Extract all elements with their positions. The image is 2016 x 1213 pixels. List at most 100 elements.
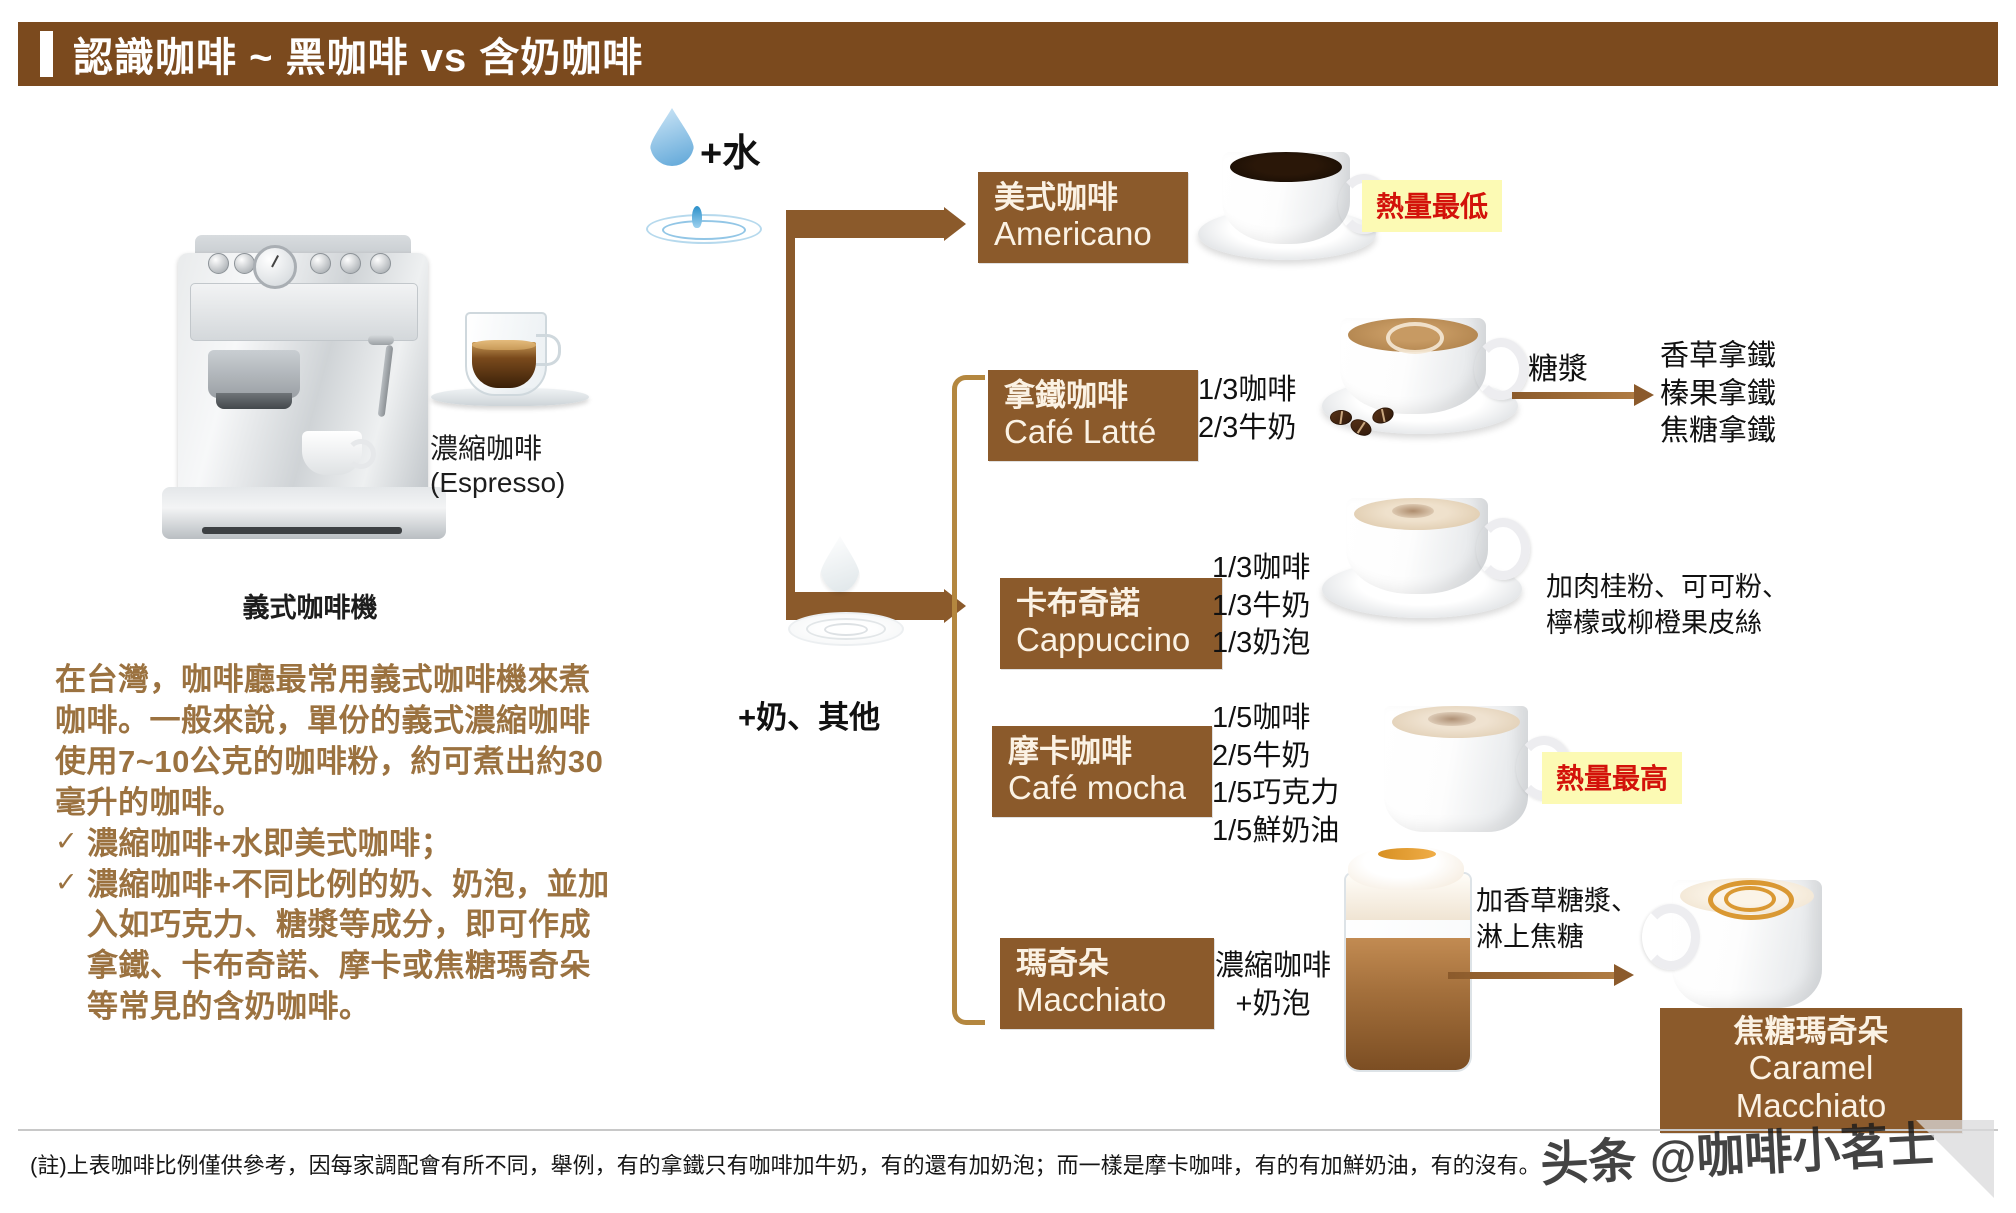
macchiato-ratio-1: 濃縮咖啡: [1214, 950, 1331, 982]
bullet-text-2: 濃縮咖啡+不同比例的奶、奶泡，並加入如巧克力、糖漿等成分，即可作成拿鐵、卡布奇諾…: [87, 866, 610, 1025]
footer-note: (註)上表咖啡比例僅供參考，因每家調配會有所不同，舉例，有的拿鐵只有咖啡加牛奶，…: [30, 1153, 1541, 1178]
mocha-ratio-3: 1/5巧克力: [1212, 777, 1340, 810]
espresso-machine-illustration: [150, 235, 470, 565]
cappuccino-name-en: Cappuccino: [1016, 621, 1191, 659]
drink-label-americano: 美式咖啡 Americano: [978, 172, 1188, 263]
milk-ripple-icon: [788, 604, 904, 648]
cappuccino-handle: [1476, 518, 1530, 580]
portafilter: [216, 393, 292, 409]
mocha-name-cn: 摩卡咖啡: [1008, 734, 1132, 769]
espresso-glass: [465, 312, 561, 396]
page-title: 認識咖啡 ~ 黑咖啡 vs 含奶咖啡: [73, 36, 644, 80]
machine-knob-4: [340, 253, 361, 274]
cappuccino-topping-line-1: 加肉桂粉、可可粉、: [1546, 572, 1789, 602]
latte-name-cn: 拿鐵咖啡: [1004, 378, 1128, 413]
latte-handle: [1474, 338, 1528, 400]
bullet-item-2: ✓ 濃縮咖啡+不同比例的奶、奶泡，並加入如巧克力、糖漿等成分，即可作成拿鐵、卡布…: [55, 865, 615, 1029]
espresso-crema: [472, 340, 536, 350]
intro-paragraph: 在台灣，咖啡廳最常用義式咖啡機來煮咖啡。一般來說，單份的義式濃縮咖啡使用7~10…: [55, 662, 604, 820]
water-drop-icon: [650, 108, 694, 166]
water-ripple-icon: [632, 196, 772, 250]
cappuccino-ratio-1: 1/3咖啡: [1212, 552, 1311, 584]
latte-variant-1: 香草拿鐵: [1660, 340, 1777, 372]
check-icon: ✓: [55, 866, 79, 897]
americano-name-cn: 美式咖啡: [994, 180, 1118, 215]
flow-rail-milk-drinks: [952, 375, 985, 1025]
watermark: 头条 @咖啡小茗士: [1539, 1118, 1938, 1193]
espresso-saucer: [431, 388, 589, 406]
latte-variants-list: 香草拿鐵 榛果拿鐵 焦糖拿鐵: [1660, 338, 1776, 451]
macchiato-ratio-2: +奶泡: [1235, 987, 1311, 1020]
caramel-macchiato-name-en: Caramel Macchiato: [1735, 1049, 1887, 1124]
steam-wand-knob: [368, 335, 394, 345]
flow-arrow-water-head: [944, 207, 966, 241]
drink-label-macchiato: 瑪奇朵 Macchiato: [1000, 938, 1214, 1029]
cappuccino-toppings-note: 加肉桂粉、可可粉、 檸檬或柳橙果皮絲: [1546, 570, 1789, 641]
macchiato-ratio-list: 濃縮咖啡 +奶泡: [1208, 948, 1338, 1023]
cappuccino-ratio-list: 1/3咖啡 1/3牛奶 1/3奶泡: [1212, 550, 1310, 663]
caramel-arrow-head: [1614, 964, 1634, 986]
page-corner-fold: [1916, 1120, 1994, 1198]
caramel-macchiato-name-cn: 焦糖瑪奇朵: [1733, 1014, 1889, 1049]
pressure-gauge-icon: [253, 245, 297, 289]
caramel-instruction-note: 加香草糖漿、 淋上焦糖: [1476, 884, 1638, 955]
cappuccino-name-cn: 卡布奇諾: [1016, 586, 1140, 621]
check-icon: ✓: [55, 825, 79, 856]
syrup-arrow-head: [1634, 384, 1654, 406]
mocha-ratio-1: 1/5咖啡: [1212, 702, 1311, 734]
espresso-caption: 濃縮咖啡 (Espresso): [430, 432, 565, 500]
latte-art-rosetta-icon: [1386, 322, 1444, 354]
latte-ratio-1: 1/3咖啡: [1198, 374, 1297, 406]
espresso-caption-en: (Espresso): [430, 467, 566, 499]
latte-name-en: Café Latté: [1004, 413, 1157, 451]
cappuccino-ratio-3: 1/3奶泡: [1212, 627, 1311, 660]
left-description-block: 在台灣，咖啡廳最常用義式咖啡機來煮咖啡。一般來說，單份的義式濃縮咖啡使用7~10…: [55, 660, 615, 1028]
machine-caption: 義式咖啡機: [242, 593, 378, 623]
bullet-text-1: 濃縮咖啡+水即美式咖啡；: [87, 825, 453, 861]
macchiato-coffee-layer: [1346, 938, 1470, 1070]
caramel-note-line-1: 加香草糖漿、: [1476, 886, 1638, 916]
title-bar: 認識咖啡 ~ 黑咖啡 vs 含奶咖啡: [18, 22, 1998, 86]
drink-label-mocha: 摩卡咖啡 Café mocha: [992, 726, 1212, 817]
mocha-ratio-4: 1/5鮮奶油: [1212, 815, 1340, 848]
drink-label-latte: 拿鐵咖啡 Café Latté: [988, 370, 1198, 461]
milk-drop-icon: [820, 536, 860, 592]
water-label: +水: [700, 133, 761, 175]
macchiato-name-en: Macchiato: [1016, 981, 1167, 1019]
drink-label-caramel-macchiato: 焦糖瑪奇朵 Caramel Macchiato: [1660, 1008, 1962, 1133]
machine-control-panel: [190, 283, 418, 341]
macchiato-caramel-drizzle: [1378, 848, 1436, 860]
mocha-ratio-2: 2/5牛奶: [1212, 739, 1311, 772]
latte-variant-2: 榛果拿鐵: [1660, 377, 1777, 410]
machine-knob-3: [310, 253, 331, 274]
milk-label: +奶、其他: [738, 700, 881, 735]
mocha-cocoa-dusting: [1428, 712, 1476, 726]
machine-knob-1: [208, 253, 229, 274]
cappuccino-cocoa-dusting: [1392, 504, 1434, 518]
drip-tray-grill: [202, 527, 402, 534]
machine-cup: [302, 431, 376, 475]
drink-label-cappuccino: 卡布奇諾 Cappuccino: [1000, 578, 1222, 669]
americano-coffee-surface: [1230, 152, 1342, 182]
americano-name-en: Americano: [994, 215, 1152, 253]
caramel-arrow-line: [1448, 972, 1616, 979]
cappuccino-ratio-2: 1/3牛奶: [1212, 589, 1311, 622]
flow-arrow-water-body: [786, 210, 946, 238]
caramel-note-line-2: 淋上焦糖: [1476, 921, 1584, 952]
syrup-arrow-line: [1512, 392, 1636, 399]
caramel-macchiato-handle: [1642, 904, 1700, 970]
caramel-swirl-inner-icon: [1724, 886, 1776, 912]
espresso-caption-cn: 濃縮咖啡: [430, 433, 543, 464]
title-accent-bar: [40, 31, 53, 77]
badge-lowest-calorie: 熱量最低: [1362, 180, 1503, 232]
mocha-ratio-list: 1/5咖啡 2/5牛奶 1/5巧克力 1/5鮮奶油: [1212, 700, 1339, 851]
flow-trunk-vertical: [786, 210, 795, 620]
machine-knob-5: [370, 253, 391, 274]
syrup-label: 糖漿: [1528, 353, 1588, 386]
bullet-item-1: ✓ 濃縮咖啡+水即美式咖啡；: [55, 824, 615, 865]
espresso-shot-illustration: [425, 290, 595, 430]
badge-highest-calorie: 熱量最高: [1542, 752, 1683, 804]
cappuccino-topping-line-2: 檸檬或柳橙果皮絲: [1546, 607, 1762, 638]
latte-ratio-list: 1/3咖啡 2/3牛奶: [1198, 372, 1296, 447]
